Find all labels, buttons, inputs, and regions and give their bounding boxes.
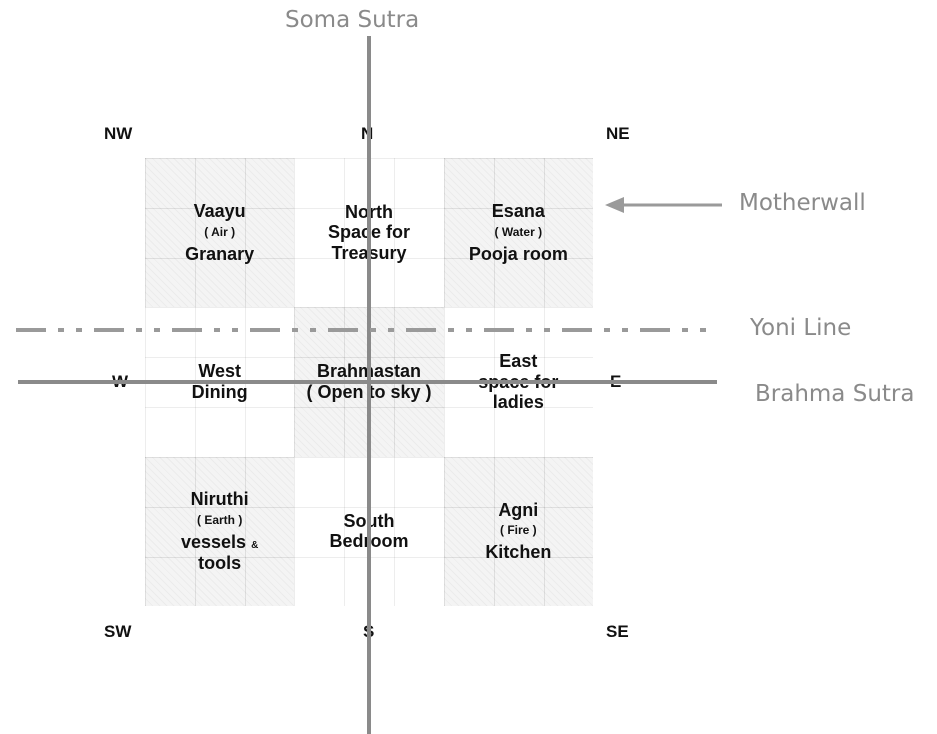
cell-southwest-room2: tools (198, 552, 242, 573)
cell-northeast-deity: Esana (491, 201, 545, 222)
cell-southwest-ampersand: & (251, 539, 259, 551)
direction-label-ne: NE (606, 124, 630, 143)
cell-southeast: Agni ( Fire ) Kitchen (443, 456, 593, 606)
direction-label-sw: SW (104, 622, 132, 641)
cell-southwest-deity: Niruthi (190, 489, 249, 510)
cell-northwest-element: ( Air ) (204, 224, 236, 239)
cell-southeast-deity: Agni (498, 499, 539, 520)
soma-sutra-label: Soma Sutra (285, 7, 420, 33)
cell-southeast-element: ( Fire ) (499, 523, 537, 538)
cell-southwest: Niruthi ( Earth ) vessels & tools (145, 456, 295, 606)
direction-label-se: SE (606, 622, 629, 641)
cell-east-line3: ladies (492, 392, 544, 413)
cell-east-line1: East (499, 350, 538, 371)
cell-southwest-room: vessels & (181, 532, 258, 553)
motherwall-label: Motherwall (739, 190, 866, 216)
cell-west-line1: West (198, 361, 241, 382)
cell-west-line2: Dining (191, 381, 248, 402)
cell-northeast-element: ( Water ) (494, 224, 543, 239)
cell-northwest-room: Granary (185, 243, 255, 264)
direction-label-nw: NW (104, 124, 133, 143)
cell-northeast-room: Pooja room (468, 243, 568, 264)
motherwall-arrow-head (605, 197, 624, 213)
cell-southeast-room: Kitchen (485, 542, 552, 563)
cell-southwest-element: ( Earth ) (196, 513, 243, 528)
brahma-sutra-label: Brahma Sutra (755, 381, 915, 407)
cell-northeast: Esana ( Water ) Pooja room (443, 158, 593, 308)
cell-northwest: Vaayu ( Air ) Granary (145, 158, 295, 308)
yoni-line-label: Yoni Line (750, 315, 852, 341)
cell-southwest-room-text: vessels (181, 531, 247, 552)
cell-northwest-deity: Vaayu (193, 201, 246, 222)
